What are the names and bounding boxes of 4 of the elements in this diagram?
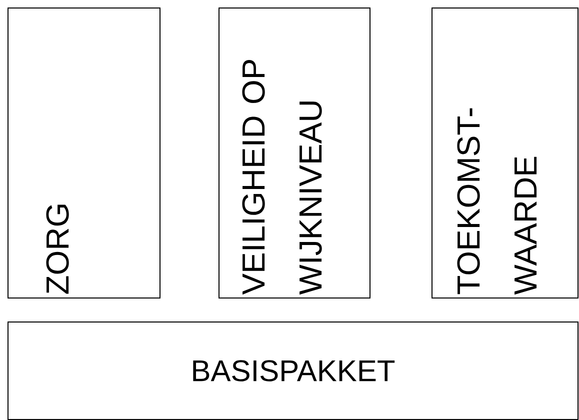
column-box: VEILIGHEID OP WIJKNIVEAU bbox=[218, 8, 370, 298]
column-box: TOEKOMST- WAARDE bbox=[432, 8, 578, 298]
base-box: BASISPAKKET bbox=[8, 322, 578, 420]
column-box: ZORG bbox=[8, 8, 160, 298]
